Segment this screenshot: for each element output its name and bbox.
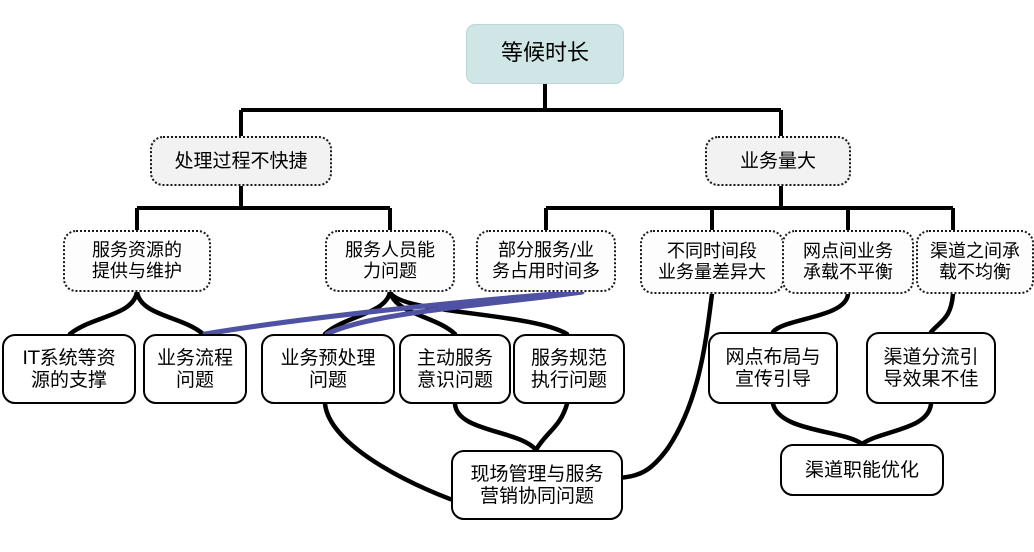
edge-l3-4-to-l5-1: [665, 291, 715, 451]
edge-l3-2-to-l4-3: [322, 289, 393, 337]
node-l3-3-label: 部分服务/业 务占用时间多: [492, 239, 600, 282]
node-l5-2[interactable]: 渠道职能优化: [780, 444, 944, 496]
edge-l3-5-to-l4-6: [770, 291, 851, 335]
edge-l4-6-to-l5-2: [770, 401, 865, 447]
node-l3-6-label: 渠道之间承 载不均衡: [930, 240, 1020, 283]
node-l2-1-label: 处理过程不快捷: [174, 149, 308, 172]
node-l3-2[interactable]: 服务人员能 力问题: [325, 230, 455, 292]
node-l4-4-label: 主动服务 意识问题: [416, 346, 493, 391]
edge-blue-l3-3-to-l4-3: [324, 289, 585, 337]
edge-l3-2-to-l4-4: [387, 289, 458, 337]
node-l3-6[interactable]: 渠道之间承 载不均衡: [916, 230, 1034, 294]
node-l4-1[interactable]: IT系统等资 源的支撑: [2, 334, 136, 404]
node-l2-2[interactable]: 业务量大: [705, 136, 851, 186]
node-l4-3[interactable]: 业务预处理 问题: [261, 334, 395, 404]
node-l3-1[interactable]: 服务资源的 提供与维护: [63, 230, 211, 292]
node-l3-2-label: 服务人员能 力问题: [345, 239, 435, 282]
node-l5-1-label: 现场管理与服务 营销协同问题: [470, 462, 604, 507]
edge-l3-6-to-l4-7: [928, 291, 956, 335]
edge-l4-4-to-l5-1: [452, 401, 539, 453]
node-l3-5[interactable]: 网点间业务 承载不平衡: [782, 230, 914, 294]
node-l4-7-label: 渠道分流引 导效果不佳: [883, 345, 979, 390]
node-l3-4[interactable]: 不同时间段 业务量差异大: [640, 230, 784, 294]
node-l4-7[interactable]: 渠道分流引 导效果不佳: [866, 332, 996, 404]
node-l4-2-label: 业务流程 问题: [156, 346, 233, 391]
node-l5-1[interactable]: 现场管理与服务 营销协同问题: [451, 450, 623, 520]
node-l3-5-label: 网点间业务 承载不平衡: [803, 240, 893, 283]
node-l4-6-label: 网点布局与 宣传引导: [725, 345, 821, 390]
node-l3-4-label: 不同时间段 业务量差异大: [658, 240, 766, 283]
edge-l4-7-to-l5-2: [859, 401, 934, 447]
edge-blue-l3-3-to-l4-2: [202, 289, 585, 337]
node-l4-3-label: 业务预处理 问题: [280, 346, 376, 391]
node-l3-1-label: 服务资源的 提供与维护: [92, 239, 182, 282]
edge-l3-1-to-l4-2: [134, 289, 206, 337]
node-l4-5-label: 服务规范 执行问题: [530, 346, 607, 391]
edge-l3-2-to-l4-5: [387, 289, 570, 337]
node-l2-1[interactable]: 处理过程不快捷: [150, 136, 332, 186]
node-l5-2-label: 渠道职能优化: [804, 458, 919, 481]
edge-l4-3-to-l5-1: [322, 401, 473, 509]
node-l4-4[interactable]: 主动服务 意识问题: [399, 334, 511, 404]
node-l4-6[interactable]: 网点布局与 宣传引导: [708, 332, 838, 404]
node-root-label: 等候时长: [500, 41, 589, 67]
edge-l4-5-to-l5-1: [533, 401, 570, 453]
node-root[interactable]: 等候时长: [466, 24, 624, 84]
edge-l3-1-to-l4-1: [67, 289, 140, 337]
node-l3-3[interactable]: 部分服务/业 务占用时间多: [476, 230, 616, 292]
node-l4-5[interactable]: 服务规范 执行问题: [513, 334, 625, 404]
node-l4-1-label: IT系统等资 源的支撑: [22, 346, 116, 391]
node-l2-2-label: 业务量大: [739, 149, 816, 172]
node-l4-2[interactable]: 业务流程 问题: [143, 334, 247, 404]
